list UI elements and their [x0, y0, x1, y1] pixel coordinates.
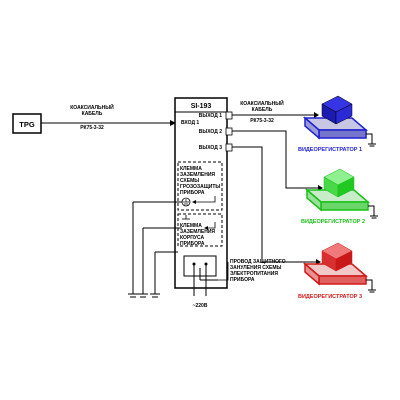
gt2-line-4: ПРИБОРА: [180, 241, 205, 247]
wire-note-line-3: ЭЛЕКТРОПИТАНИЯ: [230, 271, 278, 277]
gt2-line-2: ЗАЗЕМЛЕНИЯ: [180, 229, 215, 235]
device-input-label: ВХОД 1: [181, 120, 199, 126]
device-output-3-label: ВЫХОД 3: [199, 145, 222, 151]
tpg-label: TPG: [19, 120, 35, 129]
output-cable-line-2: КАБЕЛЬ: [252, 107, 273, 113]
output-cable-line-1: КОАКСИАЛЬНЫЙ: [240, 99, 284, 107]
wire-note-line-1: ПРОВОД ЗАЩИТНОГО: [230, 259, 286, 265]
ground-terminal-1: КЛЕММА ЗАЗЕМЛЕНИЯ СХЕМЫ ГРОЗОЗАЩИТЫ ПРИБ…: [177, 161, 223, 211]
output-2-connector: [225, 127, 233, 136]
device-output-1-label: ВЫХОД 1: [199, 113, 222, 119]
output-wires: [232, 114, 318, 263]
input-cable: КОАКСИАЛЬНЫЙ КАБЕЛЬ РК75-3-32: [41, 103, 176, 131]
ground-terminal-2: КЛЕММА ЗАЗЕМЛЕНИЯ КОРПУСА ПРИБОРА: [177, 213, 223, 247]
gt2-line-3: КОРПУСА: [180, 235, 204, 241]
gt1-line-1: КЛЕММА: [180, 166, 202, 172]
input-cable-line-1: КОАКСИАЛЬНЫЙ: [70, 103, 114, 111]
recorder-1-label: ВИДЕОРЕГИСТРАТОР 1: [298, 147, 362, 153]
power-label: ~220В: [193, 303, 208, 309]
recorder-3-label: ВИДЕОРЕГИСТРАТОР 3: [298, 294, 362, 300]
output-1-connector: [225, 111, 233, 120]
gt1-line-4: ГРОЗОЗАЩИТЫ: [180, 184, 220, 190]
recorder-2-label: ВИДЕОРЕГИСТРАТОР 2: [301, 219, 365, 225]
recorder-3: ВИДЕОРЕГИСТРАТОР 3: [298, 242, 376, 300]
gt1-line-3: СХЕМЫ: [180, 178, 199, 184]
gt1-line-2: ЗАЗЕМЛЕНИЯ: [180, 172, 215, 178]
output-3-connector: [225, 143, 233, 152]
gt2-arrow-icon: [208, 222, 216, 229]
input-cable-line-2: КАБЕЛЬ: [82, 111, 103, 117]
gt2-line-1: КЛЕММА: [180, 223, 202, 229]
gt1-line-5: ПРИБОРА: [180, 190, 205, 196]
wire-note-line-4: ПРИБОРА: [230, 277, 255, 283]
ground-wiring: [128, 201, 182, 298]
input-cable-spec: РК75-3-32: [80, 125, 104, 131]
device-title: SI-193: [191, 103, 212, 110]
tpg-source: TPG: [12, 113, 42, 134]
wire-note-line-2: ЗАНУЛЕНИЯ СХЕМЫ: [230, 265, 282, 271]
recorder-1: ВИДЕОРЕГИСТРАТОР 1: [298, 95, 376, 153]
power-socket: ~220В: [183, 255, 218, 309]
output-cable-spec: РК75-3-32: [250, 118, 274, 124]
device-output-2-label: ВЫХОД 2: [199, 129, 222, 135]
output-cable: КОАКСИАЛЬНЫЙ КАБЕЛЬ РК75-3-32: [240, 99, 284, 124]
recorder-2: ВИДЕОРЕГИСТРАТОР 2: [301, 168, 378, 225]
protective-wire-note: ПРОВОД ЗАЩИТНОГО ЗАНУЛЕНИЯ СХЕМЫ ЭЛЕКТРО…: [218, 259, 286, 283]
gt1-arrow-icon: [196, 196, 216, 203]
